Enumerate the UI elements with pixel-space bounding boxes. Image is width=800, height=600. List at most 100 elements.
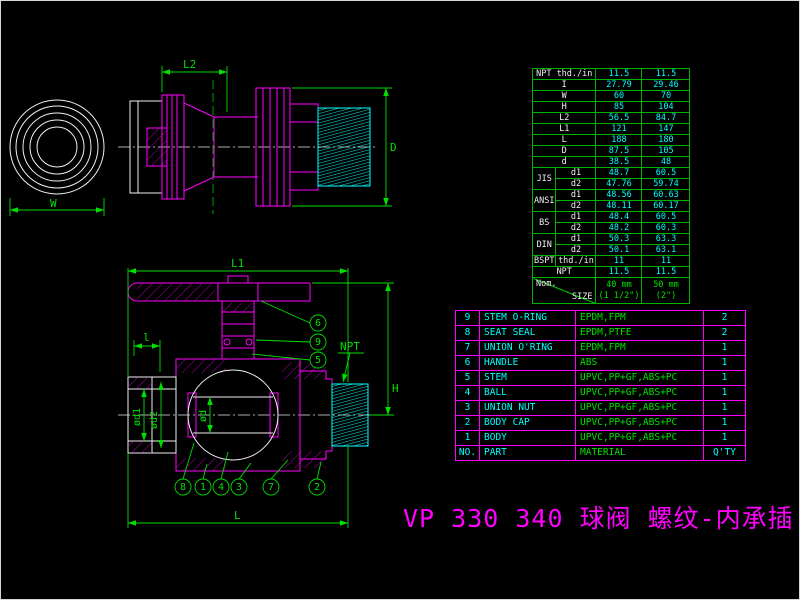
- size-value: 40 mm(1 1/2"): [595, 277, 643, 304]
- svg-text:9: 9: [315, 337, 321, 348]
- parts-row: 9 STEM O-RING EPDM,FPM 2: [455, 310, 746, 326]
- socket-section: [127, 376, 177, 454]
- dim-label-od: ød: [198, 410, 209, 422]
- parts-row: 4 BALL UPVC,PP+GF,ABS+PC 1: [455, 385, 746, 401]
- svg-text:2: 2: [314, 482, 320, 493]
- dim-label-h: H: [392, 382, 399, 395]
- standard-name: DIN: [531, 233, 557, 256]
- dim-value: 48.56: [595, 189, 643, 201]
- dim-row: BSPT thd./in 11 11: [531, 255, 691, 267]
- part-material: UPVC,PP+GF,ABS+PC: [575, 430, 704, 446]
- dim-value: 60.17: [641, 200, 691, 212]
- dim-row: L2 56.5 84.7: [531, 112, 691, 124]
- valve-body-side: [146, 87, 319, 207]
- svg-text:1: 1: [200, 482, 206, 493]
- dim-value: 48.4: [595, 211, 643, 223]
- size-value: 50 mm(2"): [641, 277, 691, 304]
- dim-value: 11: [595, 255, 643, 267]
- dim-label: d2: [555, 178, 597, 190]
- dim-value: 60.3: [641, 222, 691, 234]
- dim-label-w: W: [50, 197, 57, 210]
- balloon-ball: 4: [212, 451, 230, 496]
- parts-row: 8 SEAT SEAL EPDM,PTFE 2: [455, 325, 746, 341]
- header-qty: Q'TY: [703, 445, 746, 461]
- parts-header-row: NO. PART MATERIAL Q'TY: [455, 445, 746, 461]
- dim-value: 60.5: [641, 211, 691, 223]
- dim-od2: ød2: [149, 382, 164, 448]
- part-name: BODY: [479, 430, 576, 446]
- dim-label: H: [531, 101, 597, 113]
- dim-label-l1: L1: [231, 257, 244, 270]
- dim-value: 84.7: [641, 112, 691, 124]
- balloon-body-cap: 2: [308, 461, 326, 496]
- part-qty: 1: [703, 370, 746, 386]
- dim-label-od1: ød1: [132, 408, 143, 426]
- part-qty: 1: [703, 415, 746, 431]
- dim-value: 48.7: [595, 167, 643, 179]
- dim-value: 147: [641, 123, 691, 135]
- ball: [187, 369, 279, 461]
- dim-value: 59.74: [641, 178, 691, 190]
- dim-value: 60.63: [641, 189, 691, 201]
- dim-value: 48.2: [595, 222, 643, 234]
- part-material: EPDM,PTFE: [575, 325, 704, 341]
- dim-i: l: [133, 331, 161, 372]
- front-view: W: [9, 99, 105, 216]
- dim-value: 180: [641, 134, 691, 146]
- dim-value: 188: [595, 134, 643, 146]
- part-name: STEM: [479, 370, 576, 386]
- dim-label: d2: [555, 244, 597, 256]
- dim-label: L2: [531, 112, 597, 124]
- part-no: 5: [455, 370, 480, 386]
- part-material: UPVC,PP+GF,ABS+PC: [575, 385, 704, 401]
- drawing-title: VP 330 340 球阀 螺纹-内承插: [403, 504, 794, 533]
- dim-value: 85: [595, 101, 643, 113]
- nominal-size-corner: Nom. SIZE: [531, 277, 597, 304]
- dim-row: ANSI d1 48.56 60.63: [531, 189, 691, 212]
- dim-value: 11.5: [641, 68, 691, 80]
- header-part: PART: [479, 445, 576, 461]
- part-no: 9: [455, 310, 480, 326]
- nominal-label: Nom.: [536, 279, 557, 289]
- part-qty: 1: [703, 400, 746, 416]
- dimension-table: NPT thd./in 11.5 11.5 I 27.79 29.46 W 60…: [531, 68, 691, 304]
- dim-value: 48.11: [595, 200, 643, 212]
- dim-label: d: [531, 156, 597, 168]
- part-no: 7: [455, 340, 480, 356]
- parts-table: 9 STEM O-RING EPDM,FPM 2 8 SEAT SEAL EPD…: [455, 310, 746, 461]
- part-name: UNION NUT: [479, 400, 576, 416]
- dim-value: 56.5: [595, 112, 643, 124]
- svg-text:8: 8: [180, 482, 186, 493]
- parts-row: 1 BODY UPVC,PP+GF,ABS+PC 1: [455, 430, 746, 446]
- part-material: UPVC,PP+GF,ABS+PC: [575, 370, 704, 386]
- balloon-seat-seal: 8: [174, 442, 195, 496]
- part-material: EPDM,FPM: [575, 310, 704, 326]
- part-material: UPVC,PP+GF,ABS+PC: [575, 400, 704, 416]
- dim-value: 60.5: [641, 167, 691, 179]
- part-material: EPDM,FPM: [575, 340, 704, 356]
- dim-value: 48: [641, 156, 691, 168]
- part-material: UPVC,PP+GF,ABS+PC: [575, 415, 704, 431]
- header-material: MATERIAL: [575, 445, 704, 461]
- part-name: STEM O-RING: [479, 310, 576, 326]
- dim-row: d2 47.76 59.74: [533, 178, 691, 190]
- dim-row: L 188 180: [531, 134, 691, 146]
- dim-label: d1: [555, 189, 597, 201]
- dim-row: d 38.5 48: [531, 156, 691, 168]
- part-qty: 2: [703, 325, 746, 341]
- part-no: 6: [455, 355, 480, 371]
- part-name: BODY CAP: [479, 415, 576, 431]
- part-name: SEAT SEAL: [479, 325, 576, 341]
- dim-l1: L1: [127, 257, 349, 382]
- dim-label: I: [531, 79, 597, 91]
- dim-value: 104: [641, 101, 691, 113]
- part-qty: 1: [703, 385, 746, 401]
- dim-row: NPT 11.5 11.5: [531, 266, 691, 278]
- dim-label: L1: [531, 123, 597, 135]
- balloon-body: 1: [194, 463, 212, 496]
- dim-od: ød: [198, 397, 213, 433]
- parts-row: 3 UNION NUT UPVC,PP+GF,ABS+PC 1: [455, 400, 746, 416]
- dim-label-i: l: [143, 331, 150, 344]
- dim-row: D 87.5 105: [531, 145, 691, 157]
